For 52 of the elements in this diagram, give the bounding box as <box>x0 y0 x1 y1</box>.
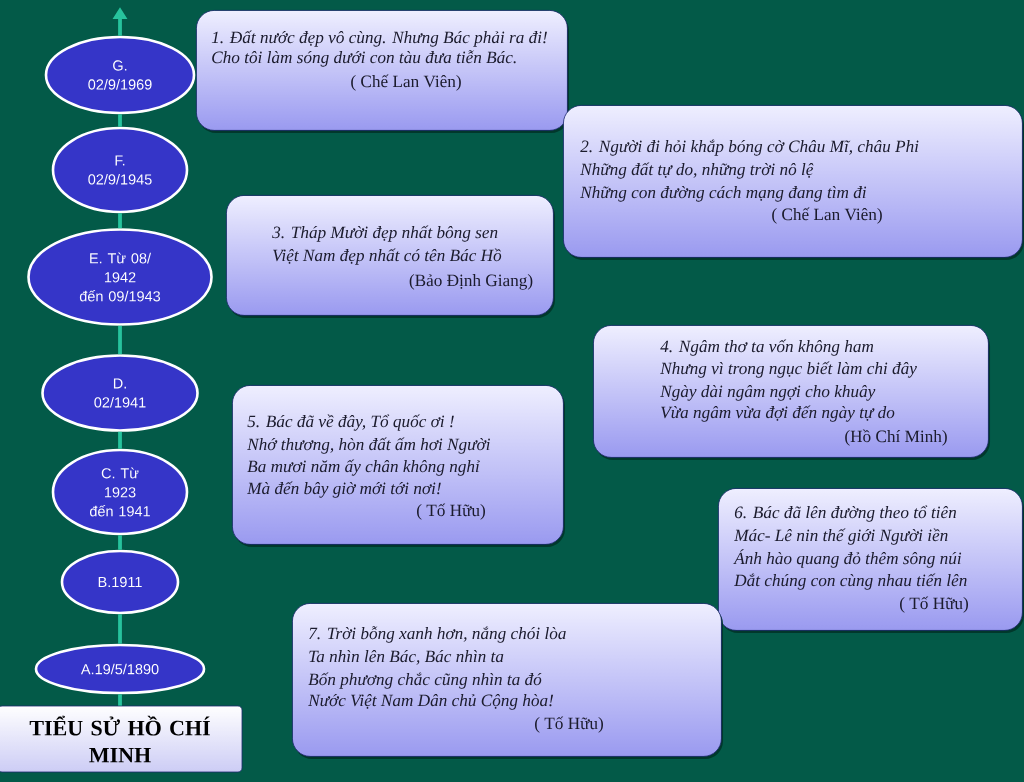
poem-line: Những đất tự do, những trời nô lệ <box>580 162 814 179</box>
author-name: (Hồ Chí Minh) <box>845 429 947 446</box>
poem-line: Những con đường cách mạng đang tìm đi <box>580 186 867 202</box>
quote-card <box>196 10 569 133</box>
author-name: ( Tố Hữu) <box>900 596 968 613</box>
timeline-line <box>118 535 122 550</box>
poem-line: Cho tôi làm sóng dưới con tàu đưa tiễn Bác. <box>212 50 516 67</box>
poem-line: 6. Bác đã lên đường theo tổ tiên <box>734 505 957 522</box>
poem-line: Vừa ngâm vừa đợi đến ngày tự do <box>661 405 895 422</box>
title-box: TIỂU SỬ HỒ CHÍ MINH <box>0 705 243 773</box>
date-oval: G. 02/9/1969 <box>44 35 196 115</box>
date-oval: B.1911 <box>60 549 180 615</box>
author-name: ( Chế Lan Viên) <box>772 207 882 224</box>
poem-line: Ba mươi năm ấy chân không nghỉ <box>247 459 480 476</box>
date-oval: E. Từ 08/ 1942 đến 09/1943 <box>27 228 213 326</box>
date-oval: A.19/5/1890 <box>34 643 206 695</box>
poem-line: 2. Người đi hỏi khắp bóng cờ Châu Mĩ, châu Phi <box>580 139 919 156</box>
poem-line: Dắt chúng con cùng nhau tiến lên <box>734 573 967 590</box>
quote-card <box>292 603 723 759</box>
date-oval: D. 02/1941 <box>41 354 199 432</box>
quote-card <box>226 195 555 318</box>
author-name: ( Tố Hữu) <box>535 716 603 733</box>
poem-line: Ánh hào quang đỏ thêm sông núi <box>733 549 962 568</box>
poem-line: Việt Nam đẹp nhất có tên Bác Hồ <box>273 248 502 265</box>
author-name: ( Tố Hữu) <box>417 503 485 520</box>
date-oval: F. 02/9/1945 <box>51 126 189 214</box>
poem-line: 3. Tháp Mười đẹp nhất bông sen <box>272 225 498 242</box>
quote-card <box>232 385 565 547</box>
poem-line: Nhưng vì trong ngục biết làm chi đây <box>660 361 917 378</box>
quote-card <box>563 105 1024 260</box>
timeline-line <box>118 431 122 449</box>
quote-card <box>718 488 1024 633</box>
poem-line: Ta nhìn lên Bác, Bác nhìn ta <box>309 650 504 665</box>
poem-line: 1. Đất nước đẹp vô cùng. Nhưng Bác phải ra đi! <box>211 30 547 47</box>
timeline-line <box>118 114 122 127</box>
author-name: ( Chế Lan Viên) <box>351 74 461 91</box>
timeline-line <box>118 325 122 355</box>
timeline-line <box>118 694 122 706</box>
timeline-line <box>118 614 122 644</box>
poem-line: 5. Bác đã về đây, Tổ quốc ơi ! <box>247 414 454 431</box>
author-name: (Bảo Định Giang) <box>409 274 533 290</box>
timeline-line <box>118 213 122 229</box>
poem-line: Nhớ thương, hòn đất ấm hơi Người <box>247 437 490 454</box>
date-oval: C. Từ 1923 đến 1941 <box>51 448 189 536</box>
poem-line: Mác- Lê nin thế giới Người iền <box>734 528 948 545</box>
quote-card <box>593 325 990 460</box>
poem-line: Nước Việt Nam Dân chủ Cộng hòa! <box>308 694 554 710</box>
poem-line: 7. Trời bỗng xanh hơn, nắng chói lòa <box>309 626 566 643</box>
poem-line: Bốn phương chắc cũng nhìn ta đó <box>308 672 542 689</box>
poem-line: Ngày dài ngâm ngợi cho khuây <box>660 385 876 401</box>
poem-line: Mà đến bây giờ mới tới nơi! <box>247 481 441 498</box>
poem-line: 4. Ngâm thơ ta vốn không ham <box>660 339 874 356</box>
